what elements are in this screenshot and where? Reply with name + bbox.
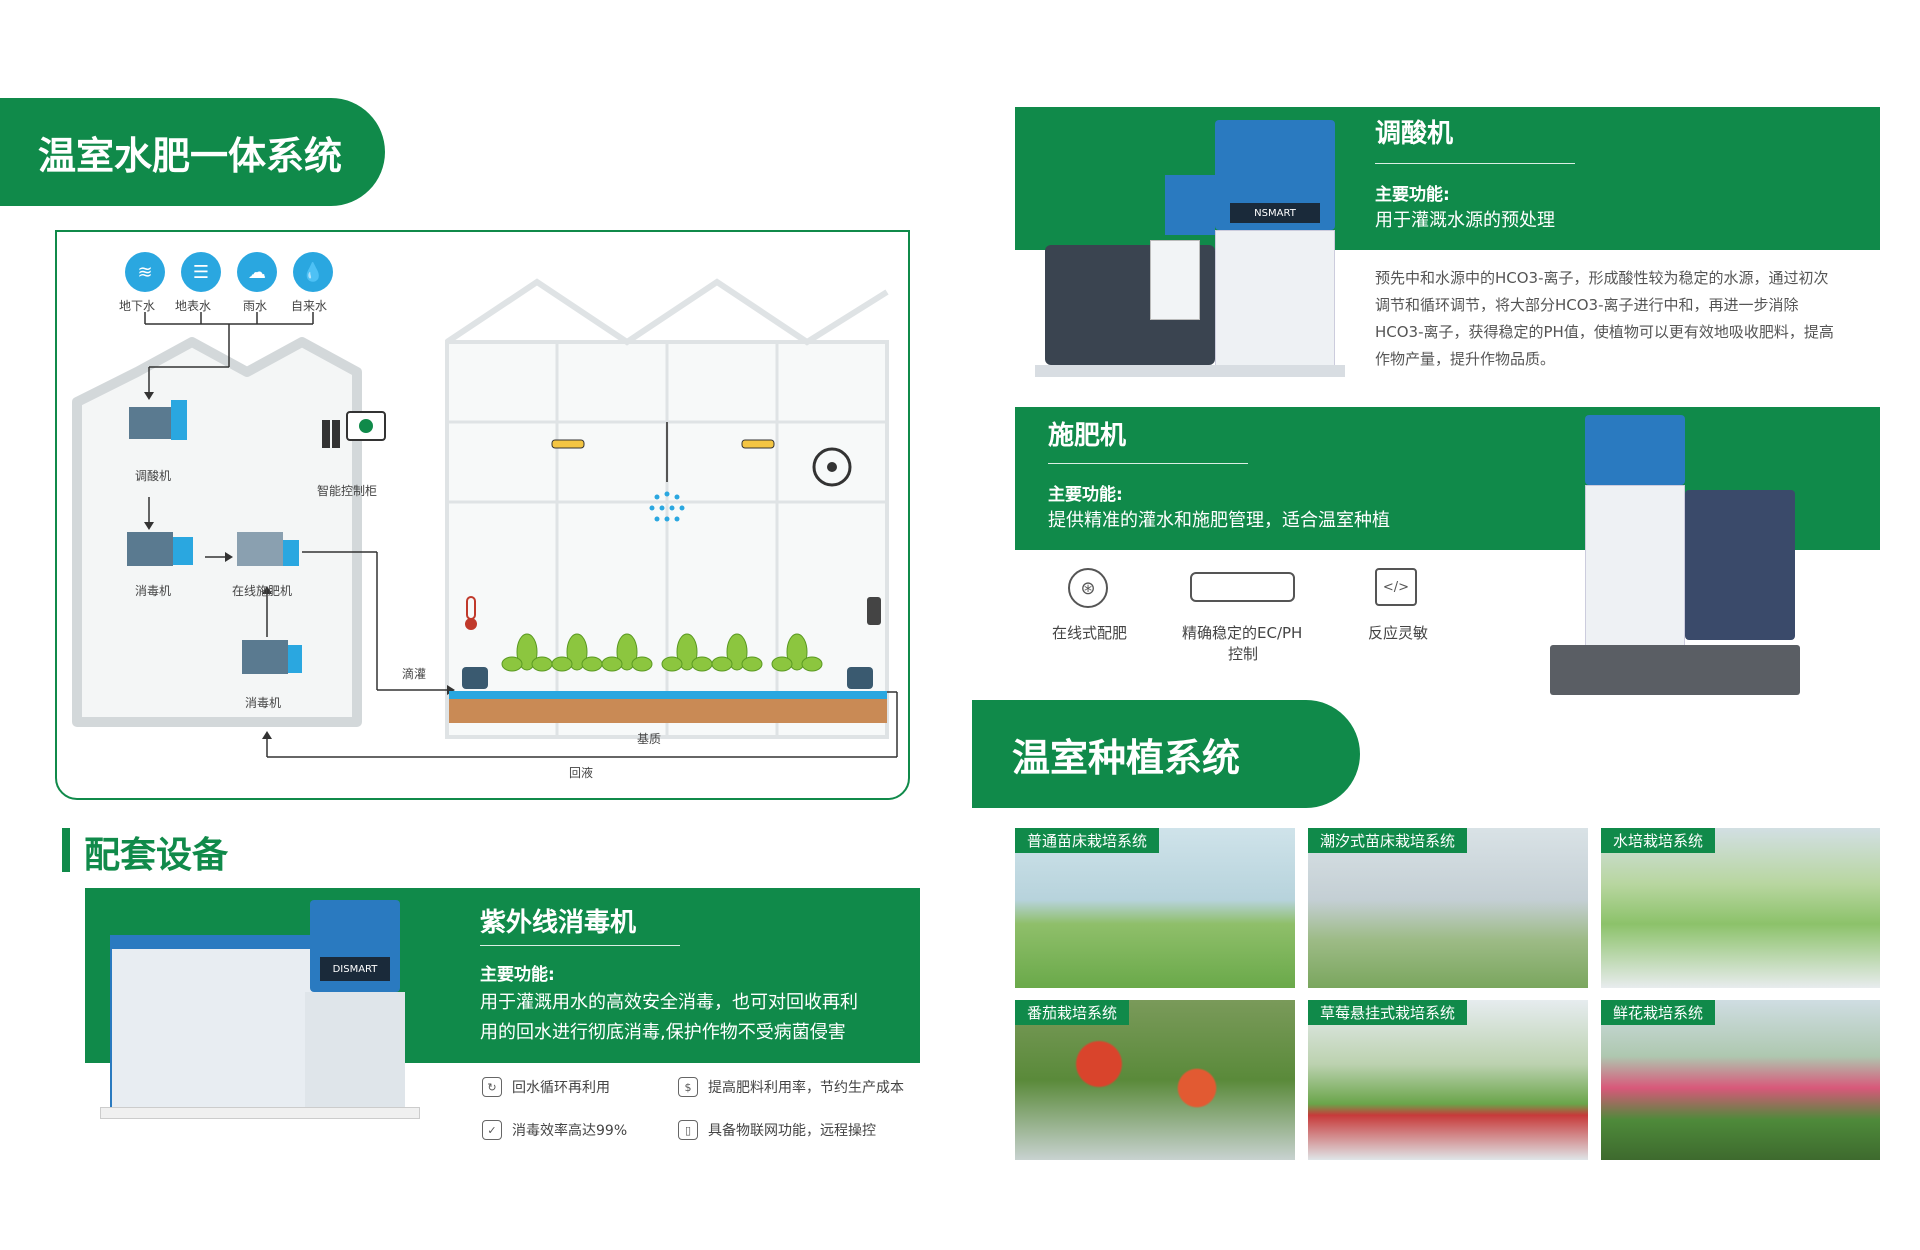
acid-func-text: 用于灌溉水源的预处理 [1375,210,1555,231]
source-label-rain: 雨水 [243,299,268,313]
uv-title: 紫外线消毒机 [480,908,637,938]
uv-brand-plate: DISMART [320,957,390,981]
phone-icon: ▯ [678,1120,698,1140]
acid-title-rule [1375,163,1575,164]
uv-feature-cost-label: 提高肥料利用率，节约生产成本 [708,1080,904,1096]
planting-caption-strawberry: 草莓悬挂式栽培系统 [1308,1000,1468,1025]
planting-photo-strawberry: 草莓悬挂式栽培系统 [1308,1000,1588,1160]
recycle-icon: ↻ [482,1077,502,1097]
planting-title-banner: 温室种植系统 [972,700,1360,808]
source-label-surface: 地表水 [175,299,212,313]
source-groundwater: ≋ [125,252,165,292]
label-disinfector-1: 消毒机 [135,584,172,598]
fert-func-label: 主要功能: [1048,485,1123,505]
fert-feature-mix-label: 在线式配肥 [1052,624,1128,642]
acid-desc-line-3: HCO3-离子，获得稳定的PH值，使植物可以更有效地吸收肥料，提高 [1375,323,1834,341]
irrigation-diagram: ≋ 地下水 ☰ 地表水 ☁ 雨水 💧 自来水 调酸机 智能控制柜 消毒机 在线施… [55,230,910,800]
planting-photo-hydroponic: 水培栽培系统 [1601,828,1880,988]
planting-photo-tomato: 番茄栽培系统 [1015,1000,1295,1160]
pipeline-icon [1190,572,1295,602]
uv-func-line-2: 用的回水进行彻底消毒,保护作物不受病菌侵害 [480,1022,846,1043]
source-tap: 💧 [293,252,333,292]
planting-caption-hydroponic: 水培栽培系统 [1601,828,1716,853]
fert-title: 施肥机 [1048,421,1127,451]
uv-func-line-1: 用于灌溉用水的高效安全消毒，也可对回收再利 [480,992,858,1013]
label-return: 回液 [569,766,594,780]
equipment-title: 配套设备 [84,835,229,876]
source-label-tap: 自来水 [291,299,328,313]
shield-icon: ✓ [482,1120,502,1140]
source-label-groundwater: 地下水 [119,299,156,313]
planting-caption-tomato: 番茄栽培系统 [1015,1000,1130,1025]
uv-feature-iot: ▯ 具备物联网功能，远程操控 [678,1120,876,1140]
uv-feature-iot-label: 具备物联网功能，远程操控 [708,1123,876,1139]
code-window-icon: </> [1375,568,1417,606]
planting-caption-flower: 鲜花栽培系统 [1601,1000,1716,1025]
planting-photo-seedbed: 普通苗床栽培系统 [1015,828,1295,988]
water-fert-title-banner: 温室水肥一体系统 [0,98,385,206]
label-drip: 滴灌 [402,667,427,681]
label-online-fertilizer: 在线施肥机 [232,584,293,598]
fert-title-rule [1048,463,1248,464]
equipment-title-bar [62,828,70,872]
acid-title: 调酸机 [1375,119,1454,149]
water-fert-title: 温室水肥一体系统 [38,133,343,178]
uv-title-rule [480,945,680,946]
planting-caption-seedbed: 普通苗床栽培系统 [1015,828,1160,853]
source-rain: ☁ [237,252,277,292]
label-acid-machine: 调酸机 [135,469,172,483]
label-control-cabinet: 智能控制柜 [317,484,378,498]
planting-caption-tidal: 潮汐式苗床栽培系统 [1308,828,1468,853]
source-surface: ☰ [181,252,221,292]
uv-feature-recycle: ↻ 回水循环再利用 [482,1077,610,1097]
planting-photo-tidal: 潮汐式苗床栽培系统 [1308,828,1588,988]
uv-machine-image: DISMART [100,895,420,1125]
tap-water-icon: 💧 [293,252,333,292]
diagram-drawing [72,278,898,758]
acid-desc-line-4: 作物产量，提升作物品质。 [1375,350,1556,368]
uv-feature-recycle-label: 回水循环再利用 [512,1080,610,1096]
fert-feature-response-label: 反应灵敏 [1368,624,1429,642]
fert-machine-image [1550,410,1880,700]
planting-photo-flower: 鲜花栽培系统 [1601,1000,1880,1160]
coin-icon: $ [678,1077,698,1097]
uv-func-label: 主要功能: [480,965,555,985]
acid-desc-line-2: 调节和循环调节，将大部分HCO3-离子进行中和，再进一步消除 [1375,296,1799,314]
mix-icon: ⊛ [1068,568,1108,608]
label-disinfector-2: 消毒机 [245,696,282,710]
acid-func-label: 主要功能: [1375,185,1450,205]
uv-feature-efficiency: ✓ 消毒效率高达99% [482,1120,627,1140]
groundwater-icon: ≋ [125,252,165,292]
acid-machine-image: NSMART [1035,115,1355,385]
label-substrate: 基质 [637,732,662,746]
rain-icon: ☁ [237,252,277,292]
fert-feature-ec-label: 精确稳定的EC/PH [1182,624,1303,642]
uv-feature-efficiency-label: 消毒效率高达99% [512,1123,628,1139]
acid-panel [1015,107,1880,250]
acid-desc-line-1: 预先中和水源中的HCO3-离子，形成酸性较为稳定的水源，通过初次 [1375,269,1829,287]
fert-feature-ec-label-2: 控制 [1228,645,1259,663]
uv-feature-cost: $ 提高肥料利用率，节约生产成本 [678,1077,904,1097]
planting-title: 温室种植系统 [1012,735,1241,780]
surface-water-icon: ☰ [181,252,221,292]
fert-func-text: 提供精准的灌水和施肥管理，适合温室种植 [1048,510,1390,531]
acid-brand-plate: NSMART [1230,203,1320,223]
